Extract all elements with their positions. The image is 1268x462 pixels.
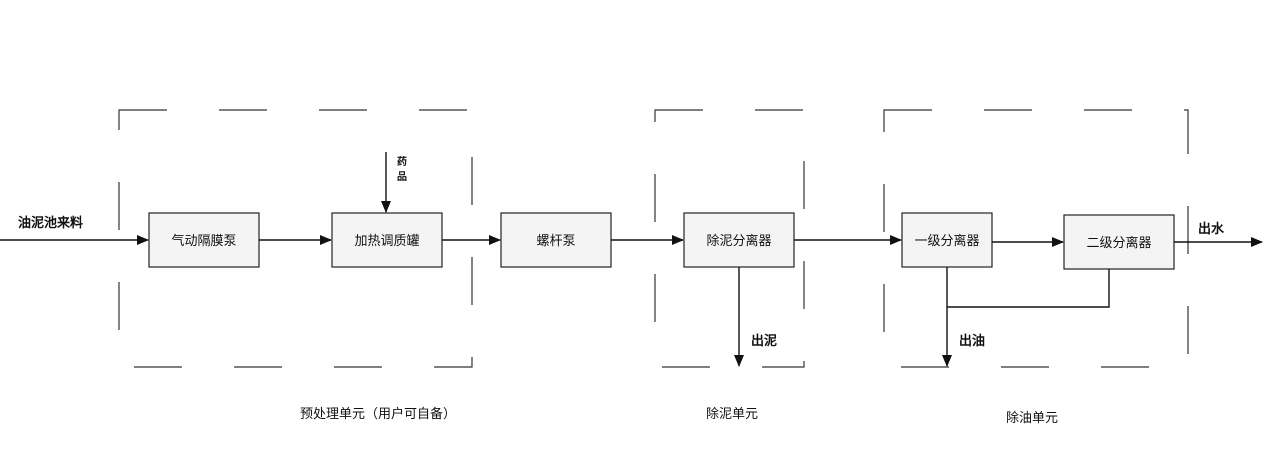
sludge-out-label: 出泥 <box>751 333 777 349</box>
screw-pump-box <box>500 212 612 268</box>
secondary-oil-return-line <box>947 269 1110 308</box>
heating-tank-label: 加热调质罐 <box>354 234 419 249</box>
pretreatment-unit-caption: 预处理单元（用户可自备） <box>300 406 456 422</box>
secondary-separator-box <box>1063 214 1175 270</box>
secondary-separator-label: 二级分离器 <box>1086 235 1151 251</box>
additive-label-1: 药 <box>397 155 407 168</box>
heating-tank-box <box>331 212 443 268</box>
primary-separator-label: 一级分离器 <box>914 233 979 249</box>
deoiling-unit-caption: 除油单元 <box>1006 411 1058 426</box>
water-out-label: 出水 <box>1198 221 1225 237</box>
additive-label-2: 品 <box>397 171 407 183</box>
deoiling-unit-boundary <box>883 109 1189 368</box>
diaphragm-pump-label: 气动隔膜泵 <box>171 233 236 249</box>
sludge-separator-label: 除泥分离器 <box>706 233 771 249</box>
input-label: 油泥池来料 <box>18 215 83 231</box>
screw-pump-label: 螺杆泵 <box>536 234 575 249</box>
primary-separator-box <box>901 212 993 268</box>
oil-out-label: 出油 <box>959 333 985 349</box>
desludging-unit-caption: 除泥单元 <box>706 407 758 422</box>
